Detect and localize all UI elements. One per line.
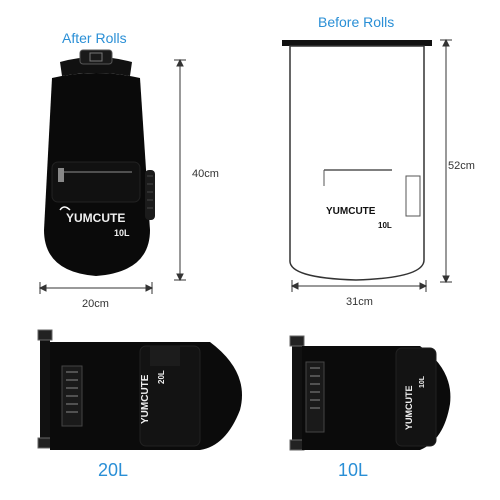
before-rolls-bag: YUMCUTE 10L xyxy=(282,40,432,281)
bottom-left-bag: YUMCUTE 20L xyxy=(37,329,242,450)
after-brand-text: YUMCUTE xyxy=(66,211,125,225)
bottom-left-capacity: 20L xyxy=(98,460,129,480)
after-width-label: 20cm xyxy=(82,298,109,310)
before-capacity-text: 10L xyxy=(378,221,392,230)
bottom-left-brand: YUMCUTE xyxy=(140,374,151,424)
before-dimensions xyxy=(290,38,452,292)
bottom-right-tag: 10L xyxy=(419,375,426,388)
bottom-left-tag: 20L xyxy=(157,370,166,384)
before-width-label: 31cm xyxy=(346,296,373,308)
before-brand-text: YUMCUTE xyxy=(326,206,376,217)
after-height-label: 40cm xyxy=(192,168,219,180)
bottom-right-brand: YUMCUTE xyxy=(404,386,414,431)
after-dimensions xyxy=(38,58,186,294)
before-height-label: 52cm xyxy=(448,160,475,172)
after-rolls-title: After Rolls xyxy=(62,30,127,46)
before-rolls-title: Before Rolls xyxy=(318,14,395,30)
after-rolls-bag: YUMCUTE 10L xyxy=(44,49,155,276)
bottom-right-bag: YUMCUTE 10L xyxy=(289,335,451,451)
after-capacity-text: 10L xyxy=(114,228,130,238)
bottom-right-capacity: 10L xyxy=(338,460,369,480)
